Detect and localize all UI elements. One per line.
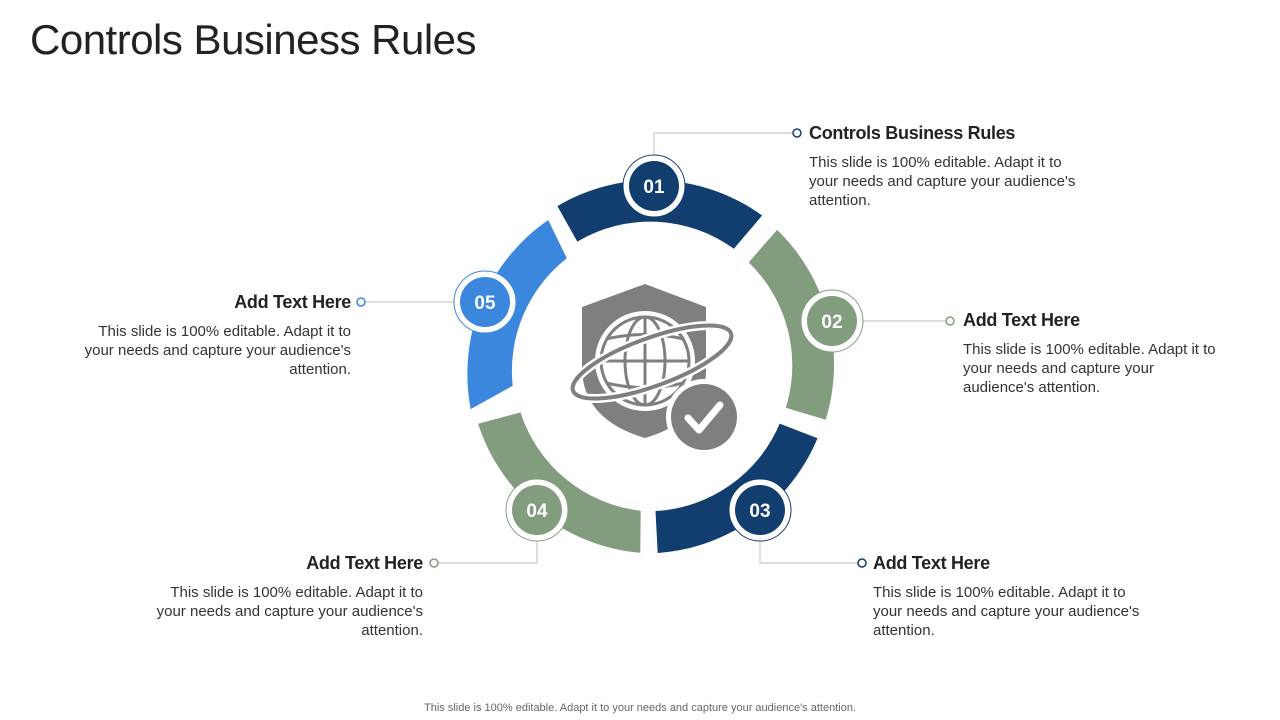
step-badge-02: 02 bbox=[800, 289, 864, 353]
shield-globe-check-icon bbox=[568, 284, 742, 455]
step-badge-03: 03 bbox=[728, 478, 792, 542]
step-body-02: This slide is 100% editable. Adapt it to… bbox=[963, 341, 1216, 396]
step-number-05: 05 bbox=[474, 293, 496, 314]
page-title: Controls Business Rules bbox=[30, 16, 477, 63]
step-badge-05: 05 bbox=[453, 270, 517, 334]
step-heading-03: Add Text Here bbox=[873, 553, 990, 573]
step-heading-02: Add Text Here bbox=[963, 310, 1080, 330]
step-block-01: Controls Business Rules This slide is 10… bbox=[809, 123, 1099, 210]
step-heading-04: Add Text Here bbox=[306, 553, 423, 573]
ring-segment-03 bbox=[655, 423, 818, 553]
step-number-01: 01 bbox=[643, 177, 665, 198]
step-block-04: Add Text Here This slide is 100% editabl… bbox=[140, 553, 424, 640]
ring-segment-04 bbox=[478, 412, 641, 553]
step-body-05: This slide is 100% editable. Adapt it to… bbox=[84, 323, 351, 378]
step-number-03: 03 bbox=[749, 501, 770, 522]
ring-segment-02 bbox=[748, 229, 835, 420]
step-number-02: 02 bbox=[821, 312, 842, 333]
step-block-03: Add Text Here This slide is 100% editabl… bbox=[873, 553, 1163, 640]
connector-line-03 bbox=[759, 540, 858, 564]
step-badge-01: 01 bbox=[622, 154, 686, 218]
connector-dot-01 bbox=[792, 128, 802, 138]
step-block-02: Add Text Here This slide is 100% editabl… bbox=[963, 310, 1233, 397]
step-body-03: This slide is 100% editable. Adapt it to… bbox=[873, 584, 1140, 639]
step-heading-01: Controls Business Rules bbox=[809, 123, 1016, 143]
connector-dot-04 bbox=[429, 558, 439, 568]
connector-dot-05 bbox=[356, 297, 366, 307]
footer-note: This slide is 100% editable. Adapt it to… bbox=[424, 702, 856, 714]
step-heading-05: Add Text Here bbox=[234, 292, 351, 312]
connector-line-04 bbox=[438, 540, 538, 564]
step-number-04: 04 bbox=[526, 501, 548, 522]
connector-dot-02 bbox=[945, 316, 955, 326]
step-badge-04: 04 bbox=[505, 478, 569, 542]
ring-segment-05 bbox=[467, 220, 567, 410]
step-body-01: This slide is 100% editable. Adapt it to… bbox=[809, 154, 1076, 209]
connector-line-01 bbox=[653, 132, 793, 157]
step-body-04: This slide is 100% editable. Adapt it to… bbox=[156, 584, 423, 639]
step-block-05: Add Text Here This slide is 100% editabl… bbox=[68, 292, 352, 379]
connector-dot-03 bbox=[857, 558, 867, 568]
